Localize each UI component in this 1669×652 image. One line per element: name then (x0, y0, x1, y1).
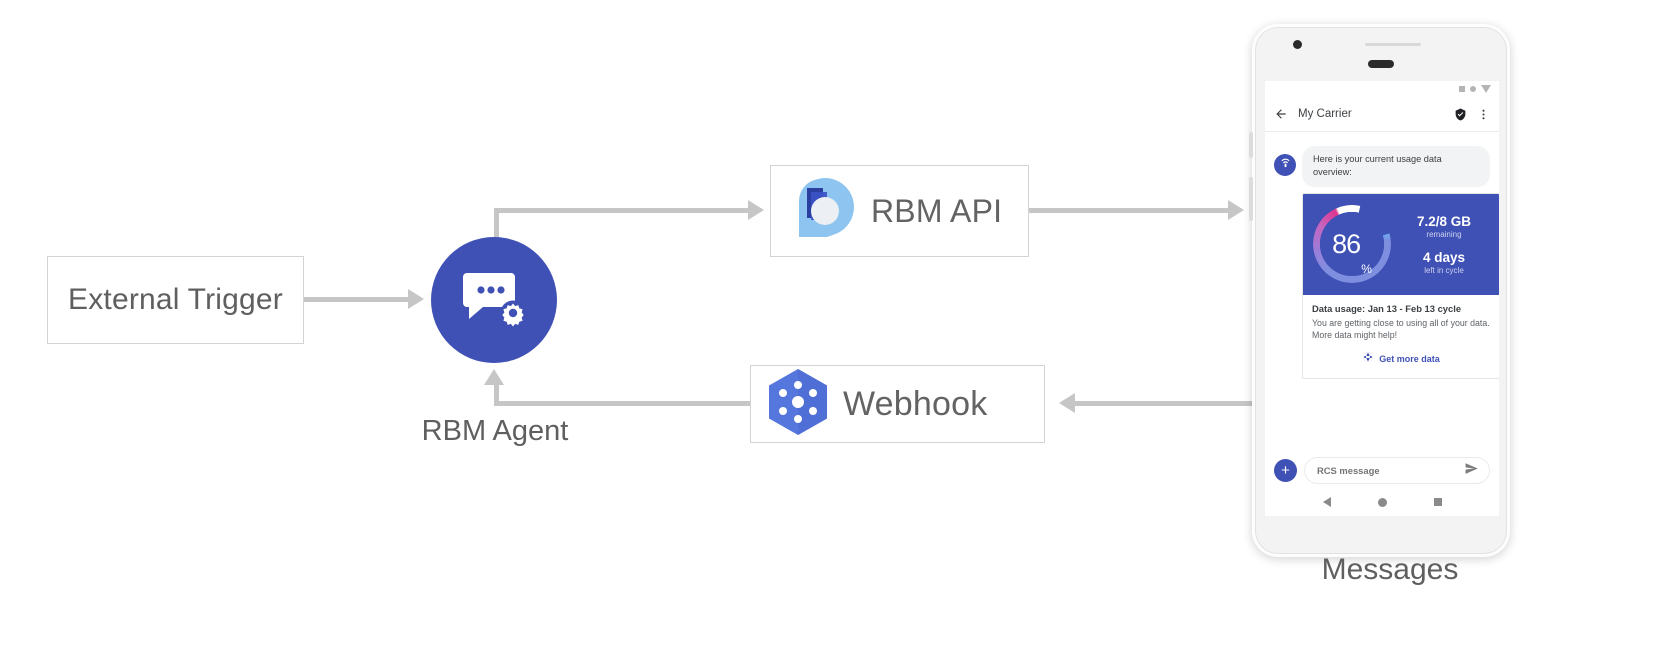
usage-gauge: 86 % (1313, 205, 1391, 284)
phone-screen: My Carrier (1265, 81, 1499, 516)
rich-card-title: Data usage: Jan 13 - Feb 13 cycle (1312, 302, 1462, 314)
phone-volume-button[interactable] (1249, 177, 1253, 221)
external-trigger-node[interactable]: External Trigger (47, 256, 304, 344)
phone-power-button[interactable] (1249, 132, 1253, 158)
get-more-data-label: Get more data (1379, 354, 1440, 365)
plus-icon[interactable]: + (1274, 459, 1297, 482)
webhook-label: Webhook (843, 384, 988, 423)
cell-tower-icon (1279, 156, 1292, 174)
message-row: Here is your current usage data overview… (1274, 146, 1490, 187)
connector-agent-to-rbmapi (494, 208, 748, 213)
gauge-value: 86 % (1313, 205, 1391, 283)
gauge-ring (1313, 205, 1391, 284)
arrowhead-agent-to-rbmapi (748, 200, 764, 220)
data-remaining-value: 7.2/8 GB (1416, 213, 1472, 229)
phone-mockup: My Carrier (1249, 24, 1510, 557)
conversation-area: Here is your current usage data overview… (1265, 132, 1499, 450)
nav-back-icon[interactable] (1322, 497, 1331, 507)
phone-earpiece-speaker (1368, 60, 1394, 68)
connector-agent-up-return (494, 385, 499, 406)
rbm-agent-node[interactable] (431, 237, 557, 363)
phone-sensor (1365, 43, 1421, 46)
status-bar (1265, 81, 1499, 97)
app-bar-title: My Carrier (1298, 108, 1352, 120)
rich-card-hero: 86 % 7.2/8 GB remaining 4 days left in c… (1303, 193, 1499, 295)
rcs-message-input[interactable] (1315, 464, 1464, 477)
rich-card-body: Data usage: Jan 13 - Feb 13 cycle You ar… (1303, 295, 1499, 379)
rich-card-description: You are getting close to using all of yo… (1312, 317, 1490, 340)
webhook-hexagon-icon (767, 368, 829, 441)
rbm-agent-label: RBM Agent (421, 415, 569, 447)
rbm-api-icon (789, 176, 855, 247)
square-icon (1459, 86, 1465, 92)
nav-recents-icon[interactable] (1433, 498, 1442, 506)
avatar (1274, 154, 1296, 176)
rcs-input-pill[interactable] (1304, 457, 1490, 484)
app-bar: My Carrier (1265, 97, 1499, 132)
message-composer: + (1265, 450, 1499, 491)
globe-icon (1362, 350, 1374, 368)
days-left-value: 4 days (1422, 249, 1466, 265)
gauge-unit: % (1361, 262, 1372, 277)
dot-icon (1470, 86, 1476, 92)
nav-home-icon[interactable] (1377, 497, 1387, 507)
phone-camera (1293, 40, 1302, 49)
triangle-down-icon (1481, 85, 1491, 93)
connector-agent-up (494, 208, 499, 253)
message-bubble: Here is your current usage data overview… (1302, 146, 1490, 187)
more-vertical-icon[interactable] (1477, 108, 1490, 121)
connector-trigger-to-agent (304, 297, 408, 302)
arrowhead-rbmapi-to-phone (1228, 200, 1244, 220)
data-remaining-label: remaining (1426, 229, 1462, 239)
connector-webhook-to-agent (494, 401, 750, 406)
messages-label: Messages (1321, 553, 1459, 586)
android-nav-bar (1265, 491, 1499, 515)
webhook-node[interactable]: Webhook (750, 365, 1045, 443)
connector-rbmapi-to-phone (1029, 208, 1234, 213)
arrowhead-trigger-to-agent (408, 289, 424, 309)
external-trigger-label: External Trigger (68, 283, 283, 316)
arrowhead-webhook-to-agent (484, 369, 504, 385)
gauge-percent: 86 (1332, 228, 1361, 259)
usage-stats: 7.2/8 GB remaining 4 days left in cycle (1399, 214, 1489, 275)
rich-card[interactable]: 86 % 7.2/8 GB remaining 4 days left in c… (1302, 192, 1499, 380)
rbm-api-label: RBM API (871, 192, 1003, 229)
back-arrow-icon[interactable] (1274, 107, 1288, 121)
verified-shield-icon[interactable] (1454, 108, 1467, 121)
get-more-data-button[interactable]: Get more data (1312, 341, 1490, 371)
connector-phone-to-webhook (1075, 401, 1260, 406)
rbm-api-node[interactable]: RBM API (770, 165, 1029, 257)
arrowhead-phone-to-webhook (1059, 393, 1075, 413)
message-text: Here is your current usage data overview… (1313, 154, 1442, 178)
send-icon[interactable] (1464, 461, 1479, 481)
chat-gear-icon (461, 267, 527, 334)
days-left-label: left in cycle (1424, 265, 1464, 275)
